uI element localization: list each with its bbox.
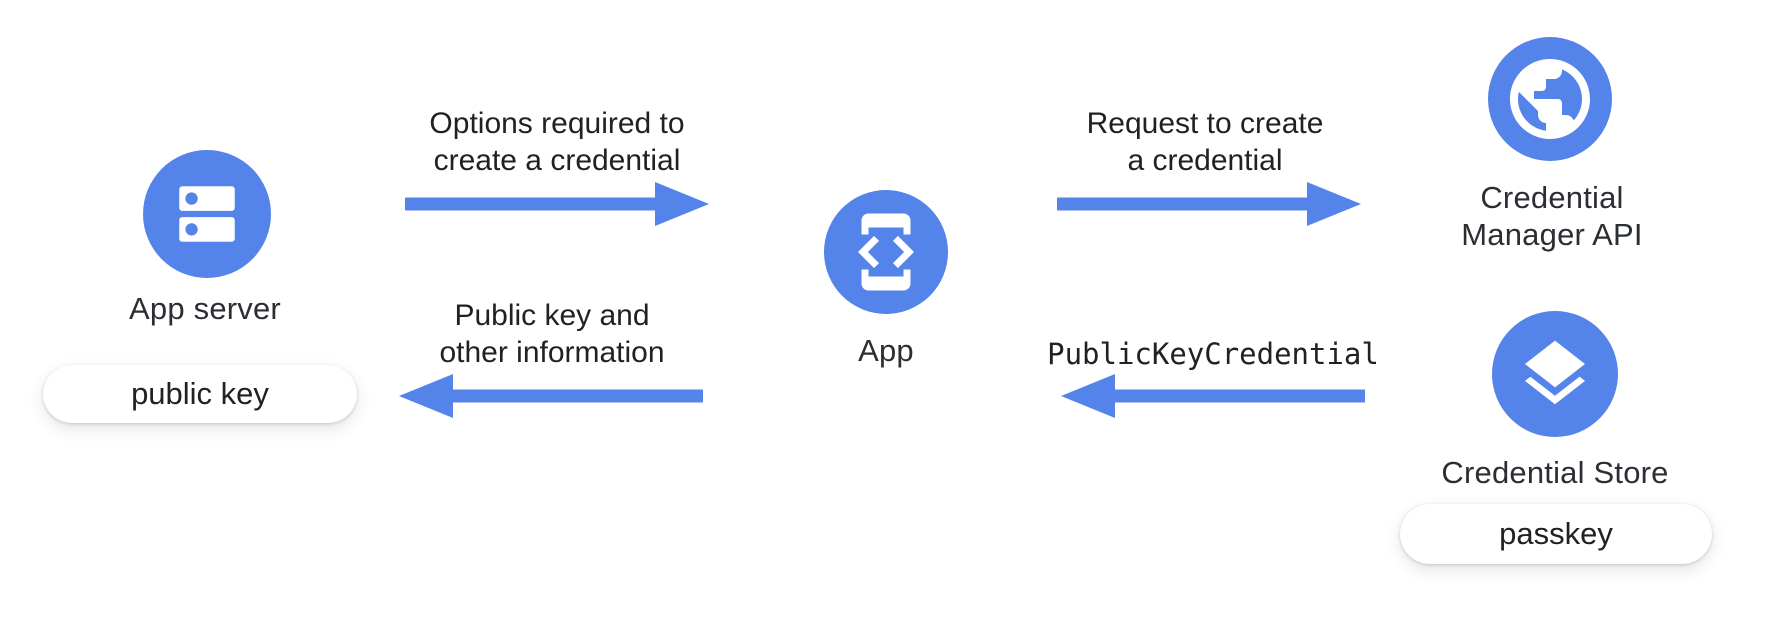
passkey-badge-label: passkey <box>1499 516 1613 551</box>
flow-options-label-line1: Options required to <box>429 107 685 140</box>
flow-request-create-label: Request to create a credential <box>1055 105 1355 179</box>
flow-publickeycredential-label: PublicKeyCredential <box>1047 337 1379 371</box>
public-key-badge: public key <box>43 365 357 423</box>
flow-public-key-info-label-line2: other information <box>439 336 665 369</box>
passkey-badge: passkey <box>1400 504 1712 564</box>
flow-options-label-line2: create a credential <box>433 144 681 177</box>
flow-options-arrow-right <box>405 181 710 227</box>
flow-public-key-info-label-line1: Public key and <box>454 299 650 332</box>
flow-request-create-label-line2: a credential <box>1127 144 1283 177</box>
credential-manager-api-label: Credential Manager API <box>1402 179 1702 253</box>
app-server-node <box>143 150 271 278</box>
flow-public-key-info-arrow-left <box>398 373 703 419</box>
credential-store-node <box>1492 311 1618 437</box>
credential-manager-api-label-line2: Manager API <box>1461 217 1643 252</box>
app-server-label: App server <box>129 291 281 326</box>
layers-icon <box>1515 334 1595 414</box>
credential-manager-api-node <box>1488 37 1612 161</box>
credential-store-label: Credential Store <box>1441 455 1669 490</box>
globe-icon <box>1502 51 1598 147</box>
flow-public-key-info-label: Public key and other information <box>402 297 702 371</box>
phone-code-icon <box>844 210 928 294</box>
server-storage-icon <box>170 177 244 251</box>
public-key-badge-label: public key <box>131 376 269 411</box>
app-node <box>824 190 948 314</box>
app-label: App <box>858 333 914 368</box>
flow-request-create-label-line1: Request to create <box>1086 107 1324 140</box>
flow-options-label: Options required to create a credential <box>407 105 707 179</box>
credential-manager-api-label-line1: Credential <box>1480 180 1624 215</box>
flow-request-create-arrow-right <box>1057 181 1362 227</box>
flow-publickeycredential-arrow-left <box>1060 373 1365 419</box>
